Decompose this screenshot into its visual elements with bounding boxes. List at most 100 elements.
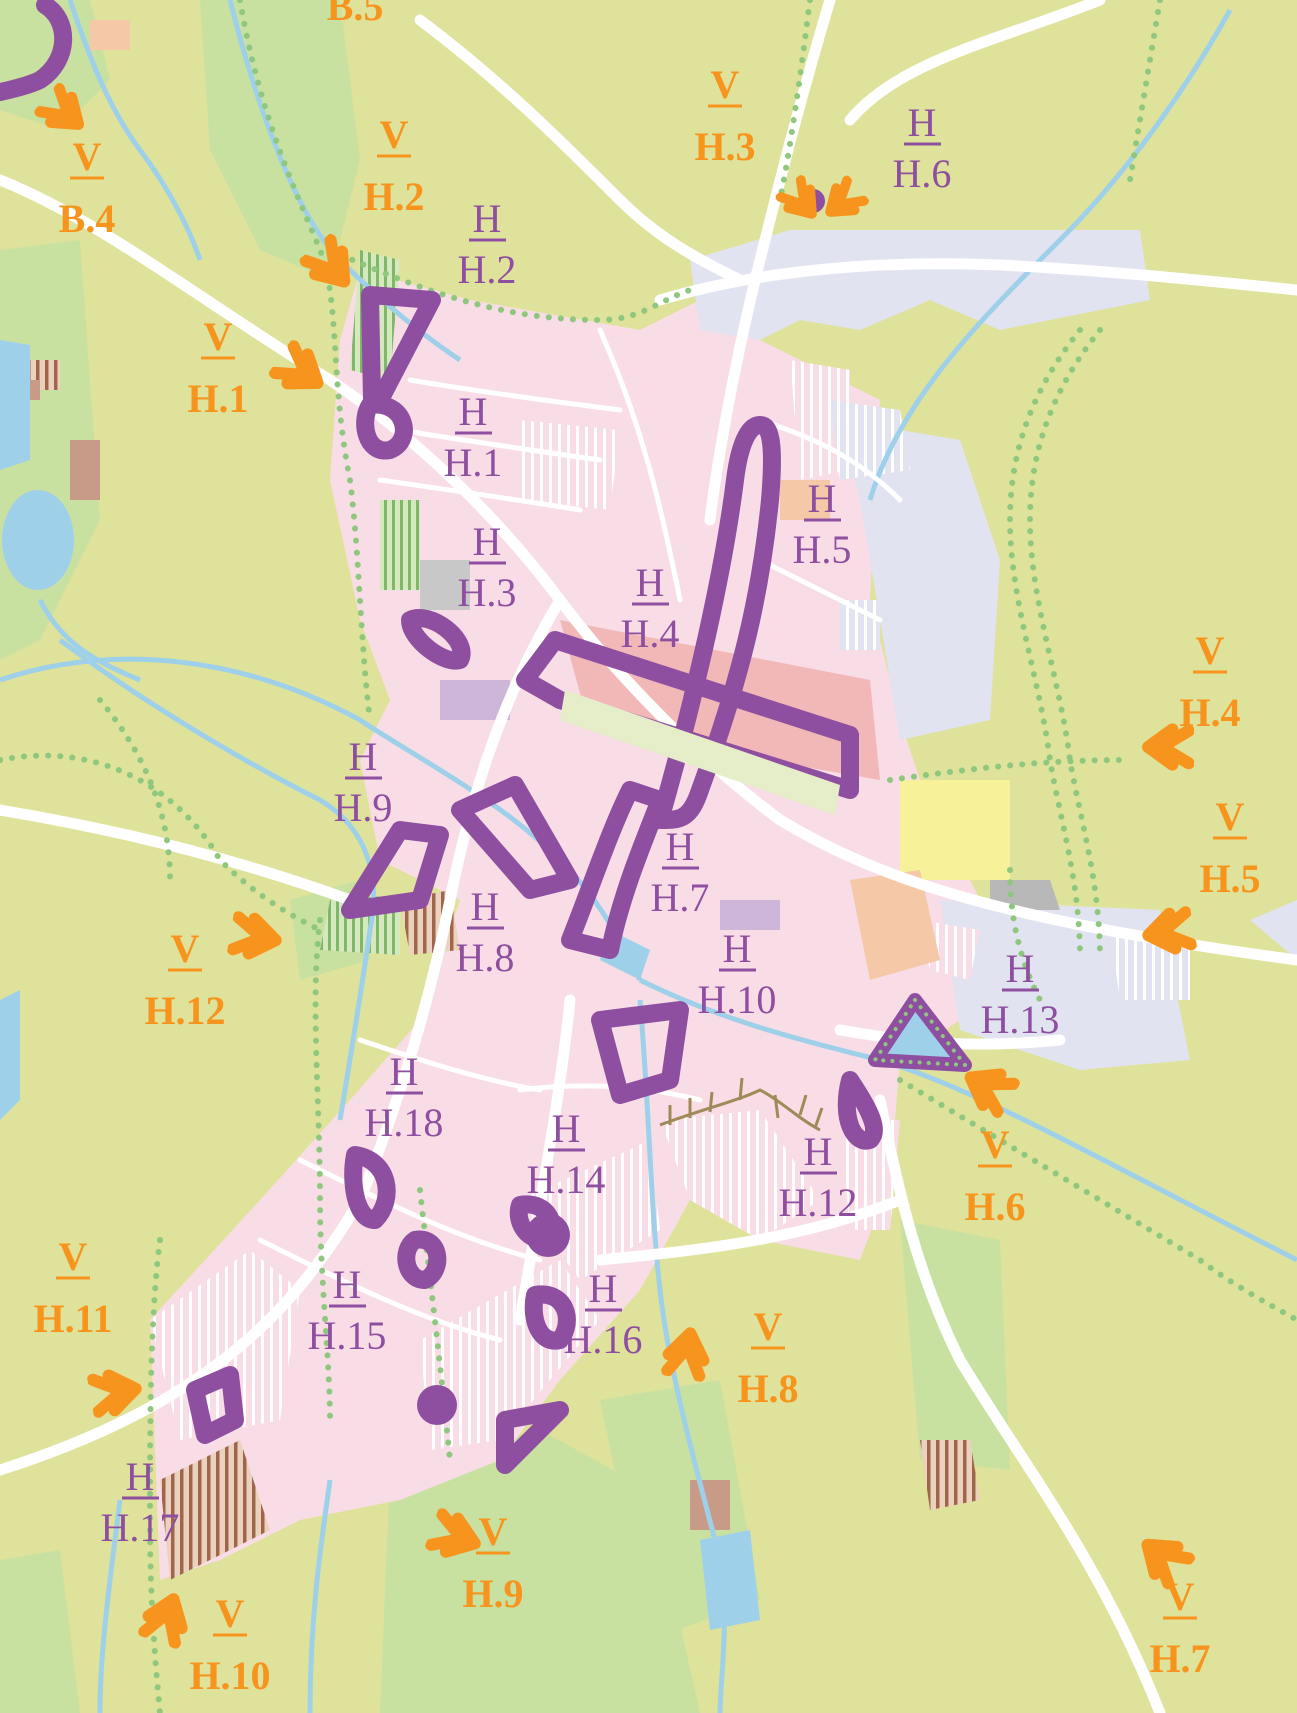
svg-text:H: H bbox=[471, 884, 500, 929]
label-v-h3: V H.3 bbox=[694, 62, 755, 169]
svg-text:V: V bbox=[1216, 794, 1245, 839]
svg-text:H: H bbox=[473, 519, 502, 564]
svg-text:H: H bbox=[589, 1266, 618, 1311]
svg-text:H.12: H.12 bbox=[779, 1180, 858, 1225]
svg-text:V: V bbox=[711, 62, 740, 107]
label-v-h12: V H.12 bbox=[144, 926, 225, 1033]
svg-text:H.17: H.17 bbox=[101, 1505, 180, 1550]
label-v-h9: V H.9 bbox=[462, 1509, 523, 1616]
label-h-h17: H H.17 bbox=[101, 1454, 180, 1550]
label-h-h4: H H.4 bbox=[621, 560, 680, 656]
label-h-h1: H H.1 bbox=[444, 389, 503, 485]
svg-text:H.8: H.8 bbox=[737, 1366, 798, 1411]
svg-text:H.4: H.4 bbox=[621, 611, 680, 656]
h13-triangle-dots bbox=[871, 996, 970, 1068]
svg-text:H.6: H.6 bbox=[964, 1184, 1025, 1229]
label-h-h18: H H.18 bbox=[365, 1049, 444, 1145]
label-v-b4: V B.4 bbox=[59, 134, 116, 241]
svg-text:H.2: H.2 bbox=[363, 174, 424, 219]
svg-text:H.3: H.3 bbox=[694, 124, 755, 169]
svg-text:V: V bbox=[73, 134, 102, 179]
svg-text:V: V bbox=[754, 1304, 783, 1349]
svg-text:H: H bbox=[1006, 946, 1035, 991]
label-v-h5: V H.5 bbox=[1199, 794, 1260, 901]
svg-text:H.5: H.5 bbox=[1199, 856, 1260, 901]
label-top-partial: B.5 bbox=[327, 0, 384, 29]
label-h-h14: H H.14 bbox=[527, 1106, 606, 1202]
svg-text:H: H bbox=[390, 1049, 419, 1094]
label-v-h6: V H.6 bbox=[964, 1122, 1025, 1229]
svg-text:H.7: H.7 bbox=[651, 875, 710, 920]
village-area bbox=[150, 270, 980, 1580]
svg-text:H.5: H.5 bbox=[793, 527, 852, 572]
label-h-h3: H H.3 bbox=[458, 519, 517, 615]
svg-text:V: V bbox=[479, 1509, 508, 1554]
svg-text:H: H bbox=[459, 389, 488, 434]
label-h-h12: H H.12 bbox=[779, 1129, 858, 1225]
brown-fence-feature bbox=[659, 1077, 824, 1132]
minor-roads bbox=[257, 327, 903, 1343]
label-v-h8: V H.8 bbox=[737, 1304, 798, 1411]
svg-text:H.10: H.10 bbox=[189, 1653, 270, 1698]
svg-text:H: H bbox=[552, 1106, 581, 1151]
svg-text:H.11: H.11 bbox=[34, 1296, 113, 1341]
svg-text:V: V bbox=[171, 926, 200, 971]
svg-text:H.18: H.18 bbox=[365, 1100, 444, 1145]
svg-text:H.13: H.13 bbox=[981, 997, 1060, 1042]
svg-text:H: H bbox=[723, 926, 752, 971]
svg-text:H: H bbox=[473, 196, 502, 241]
label-h-h13: H H.13 bbox=[981, 946, 1060, 1042]
svg-text:H: H bbox=[349, 734, 378, 779]
label-h-h5: H H.5 bbox=[793, 476, 852, 572]
svg-text:H.15: H.15 bbox=[308, 1313, 387, 1358]
label-h-h16: H H.16 bbox=[564, 1266, 643, 1362]
svg-text:H.8: H.8 bbox=[456, 935, 515, 980]
svg-text:H.12: H.12 bbox=[144, 988, 225, 1033]
label-h-h9: H H.9 bbox=[334, 734, 393, 830]
svg-text:H.6: H.6 bbox=[893, 151, 952, 196]
svg-text:H: H bbox=[808, 476, 837, 521]
central-square bbox=[560, 690, 840, 815]
svg-text:V: V bbox=[981, 1122, 1010, 1167]
label-v-h7: V H.7 bbox=[1149, 1574, 1210, 1681]
label-h-h2: H H.2 bbox=[458, 196, 517, 292]
svg-text:H.1: H.1 bbox=[187, 376, 248, 421]
svg-text:H.10: H.10 bbox=[698, 977, 777, 1022]
svg-text:H.9: H.9 bbox=[462, 1571, 523, 1616]
label-v-h11: V H.11 bbox=[34, 1234, 113, 1341]
svg-text:V: V bbox=[380, 112, 409, 157]
svg-text:H.9: H.9 bbox=[334, 785, 393, 830]
svg-text:H.3: H.3 bbox=[458, 570, 517, 615]
water-bodies bbox=[0, 340, 760, 1630]
label-v-h2: V H.2 bbox=[363, 112, 424, 219]
svg-text:H: H bbox=[804, 1129, 833, 1174]
svg-text:H: H bbox=[126, 1454, 155, 1499]
label-h-h15: H H.15 bbox=[308, 1262, 387, 1358]
svg-text:H.2: H.2 bbox=[458, 247, 517, 292]
label-v-h1: V H.1 bbox=[187, 314, 248, 421]
label-v-h10: V H.10 bbox=[189, 1591, 270, 1698]
svg-text:V: V bbox=[216, 1591, 245, 1636]
svg-text:V: V bbox=[1166, 1574, 1195, 1619]
svg-text:H.14: H.14 bbox=[527, 1157, 606, 1202]
svg-text:H: H bbox=[666, 824, 695, 869]
svg-text:B.4: B.4 bbox=[59, 196, 116, 241]
label-h-h8: H H.8 bbox=[456, 884, 515, 980]
heritage-labels: H H.1 H H.2 H H.3 H H.4 H H.5 H H.6 bbox=[101, 100, 1060, 1550]
svg-text:H: H bbox=[333, 1262, 362, 1307]
svg-text:V: V bbox=[59, 1234, 88, 1279]
label-h-h7: H H.7 bbox=[651, 824, 710, 920]
svg-text:H: H bbox=[908, 100, 937, 145]
svg-text:V: V bbox=[1196, 628, 1225, 673]
label-v-h4: V H.4 bbox=[1179, 628, 1240, 735]
svg-text:H.4: H.4 bbox=[1179, 690, 1240, 735]
svg-text:H.16: H.16 bbox=[564, 1317, 643, 1362]
svg-text:V: V bbox=[204, 314, 233, 359]
label-h-h6: H H.6 bbox=[893, 100, 952, 196]
svg-text:H: H bbox=[636, 560, 665, 605]
access-labels: B.5 V B.4 V H.1 V H.2 V H.3 V H.4 V bbox=[34, 0, 1261, 1698]
